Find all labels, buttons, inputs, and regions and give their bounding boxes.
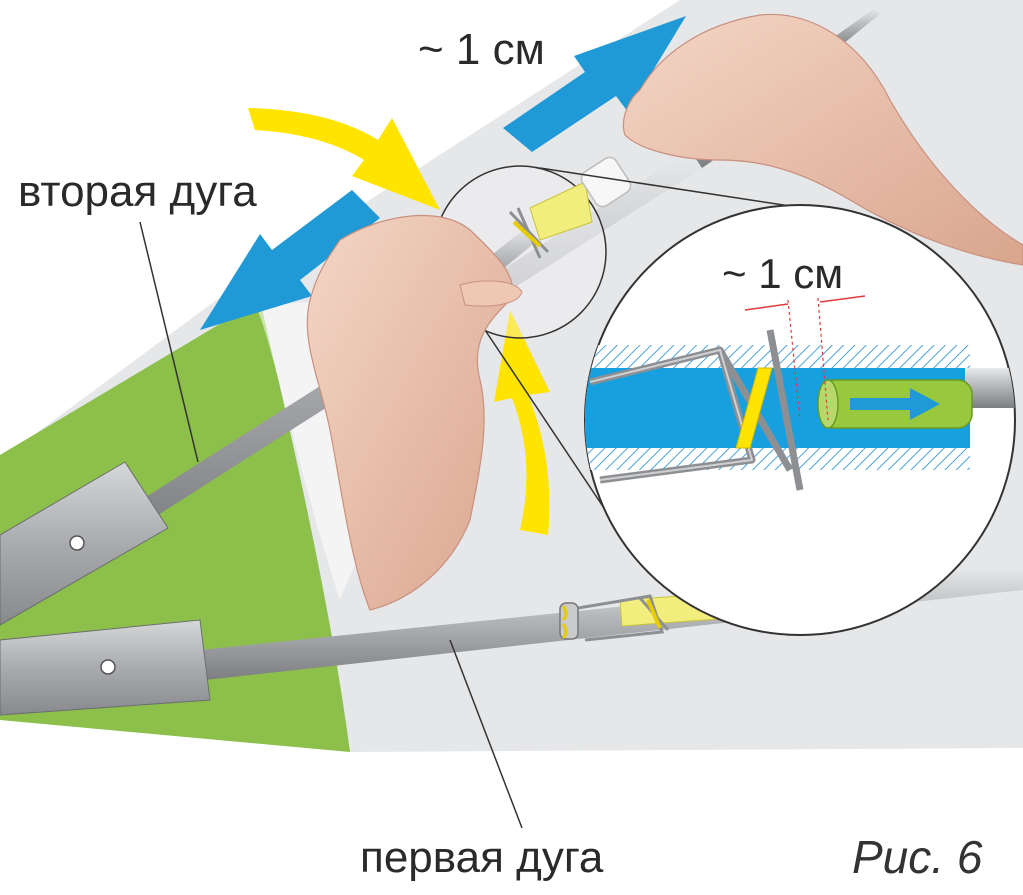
figure-caption: Рис. 6	[852, 831, 983, 883]
second-arc-label: вторая дуга	[18, 167, 257, 216]
zoom-line-bottom	[484, 329, 613, 521]
second-arc-sleeve	[0, 461, 169, 626]
first-arc-label: первая дуга	[360, 833, 604, 882]
detail-distance-label: ~ 1 см	[722, 250, 844, 297]
bushing	[580, 156, 632, 208]
yellow-arrow-bottom-icon	[494, 310, 550, 535]
first-arc-leader	[449, 639, 523, 829]
detail-circle	[584, 204, 1016, 636]
yellow-arrow-top-icon	[248, 108, 440, 210]
push-arrow-icon	[850, 388, 940, 420]
left-thumb	[459, 280, 523, 307]
zoom-line-top	[539, 167, 791, 207]
blue-arrow-down-icon	[200, 190, 380, 330]
right-hand	[622, 13, 1023, 266]
left-hand	[306, 214, 514, 611]
top-distance-label: ~ 1 см	[418, 25, 545, 74]
second-arc-leader	[139, 221, 199, 463]
blue-arrow-up-icon	[503, 16, 686, 152]
first-arc-sleeve	[0, 619, 211, 716]
